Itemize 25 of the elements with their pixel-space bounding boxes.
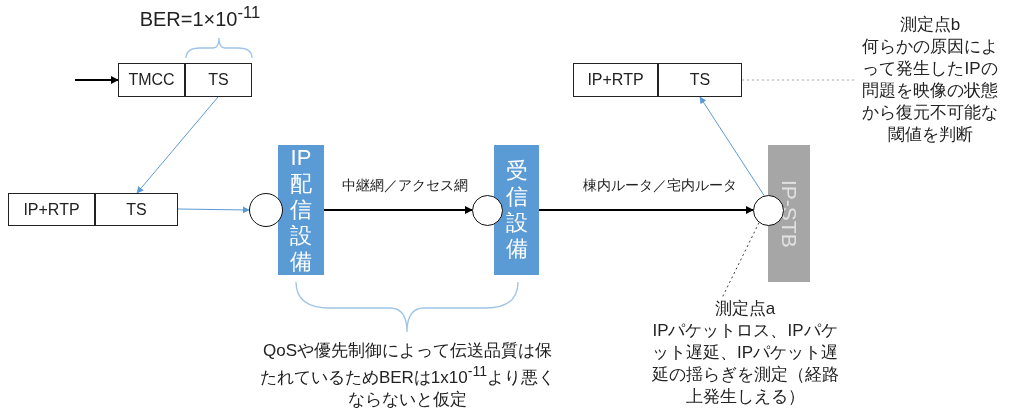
arrow bbox=[323, 205, 473, 215]
arrow bbox=[699, 96, 765, 197]
edge-label: 中継網／アクセス網 bbox=[340, 177, 470, 195]
measurement-point-heading: 測定点b bbox=[898, 14, 962, 36]
set-top-box: IP-STB bbox=[768, 145, 810, 282]
arrow bbox=[177, 206, 250, 214]
packet-field: TMCC bbox=[118, 63, 185, 97]
measurement-point-circle bbox=[249, 193, 283, 227]
note-text: QoSや優先制御によって伝送品質は保たれているためBERは1x10$^{-11}$より悪くならないと仮定 bbox=[258, 340, 557, 411]
annotation-text: 何らかの原因によって発生したIPの問題を映像の状態から復元不可能な閾値を判断 bbox=[861, 36, 999, 147]
arrow bbox=[74, 75, 119, 85]
ber-label: BER=1×10$^{-11}$ bbox=[138, 2, 262, 32]
equipment-box: IP配信設備 bbox=[278, 145, 324, 275]
packet-field: IP+RTP bbox=[573, 63, 658, 97]
leader-line bbox=[741, 79, 856, 81]
packet-field: TS bbox=[95, 193, 178, 226]
packet-field: IP+RTP bbox=[8, 193, 95, 226]
packet-field: TS bbox=[185, 63, 252, 97]
leader-line bbox=[721, 222, 760, 299]
measurement-point-heading: 測定点a bbox=[713, 298, 777, 320]
packet-field: TS bbox=[658, 63, 742, 97]
annotation-text: IPパケットロス、IPパケット遅延、IPパケット遅延の揺らぎを測定（経路上発生しえる） bbox=[650, 320, 840, 409]
arrow bbox=[136, 96, 219, 194]
equipment-box: 受信設備 bbox=[494, 145, 539, 275]
arrow bbox=[538, 205, 754, 215]
